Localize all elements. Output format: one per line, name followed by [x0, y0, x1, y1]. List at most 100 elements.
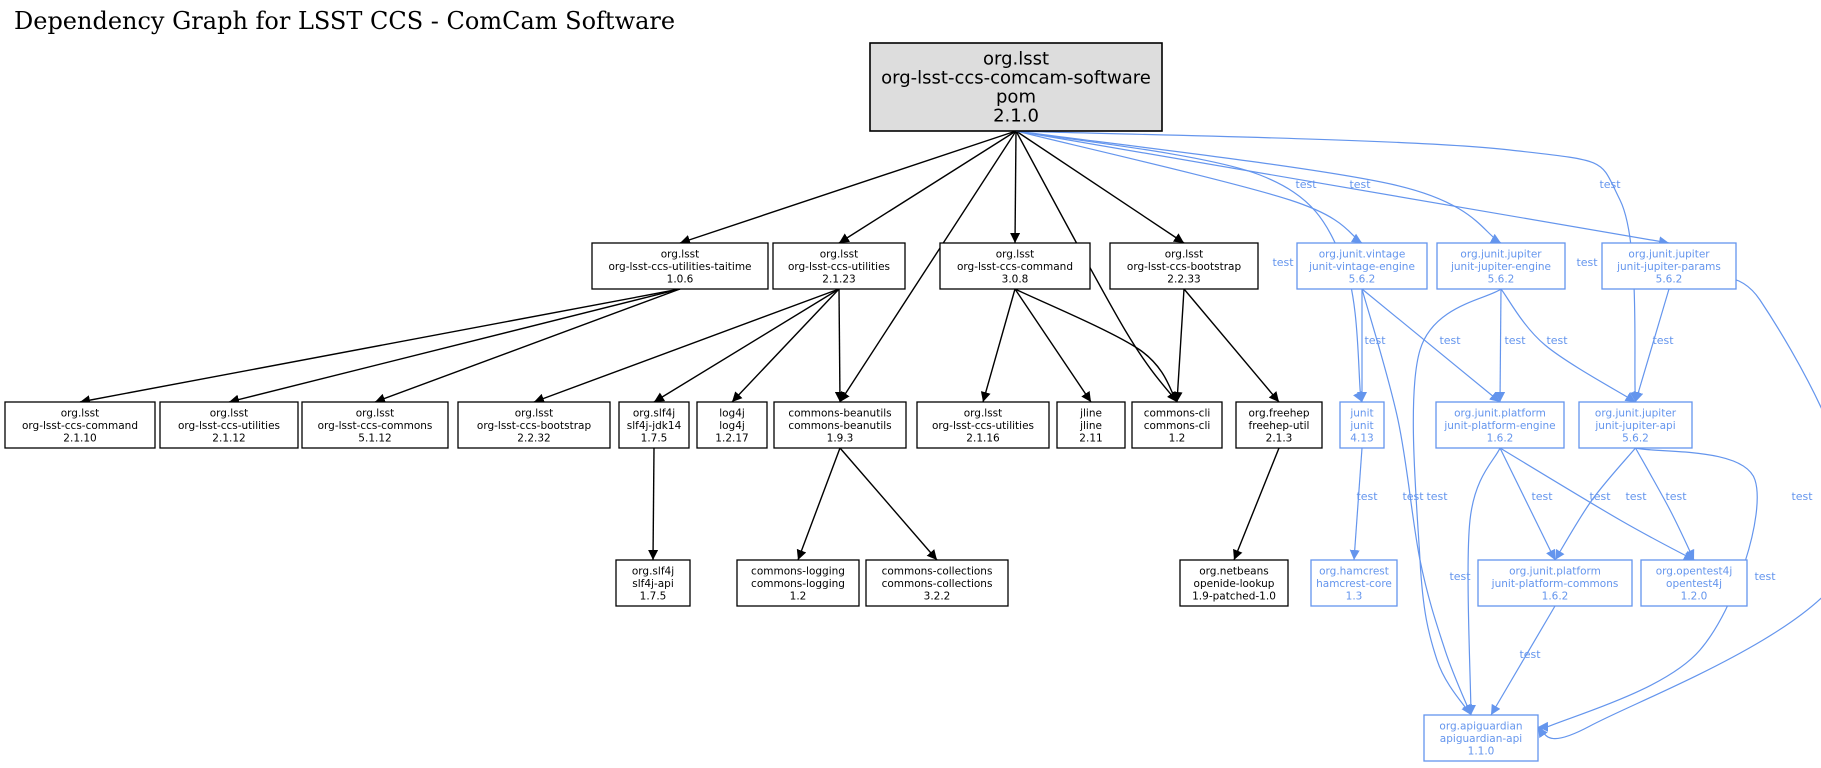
node-beanutils-line-0: commons-beanutils: [788, 408, 891, 420]
edge-utilities2123-to-bootstrap2232: [533, 288, 840, 404]
edge-label-vintage-to-platformEngine: test: [1439, 334, 1461, 347]
node-platformEngine-line-2: 1.6.2: [1487, 433, 1514, 445]
node-jupiterApi-line-0: org.junit.jupiter: [1595, 408, 1677, 420]
node-slf4jjdk-line-0: org.slf4j: [633, 408, 675, 420]
node-box-commonscli: [1131, 401, 1223, 449]
node-logging-line-2: 1.2: [790, 591, 807, 603]
edge-root-to-vintage: [1015, 130, 1363, 244]
node-jupiterApi-line-2: 5.6.2: [1622, 433, 1649, 445]
edge-jupiterApi-to-opentest4j: [1634, 447, 1695, 561]
node-junit-line-1: junit: [1349, 420, 1373, 432]
node-taitime-line-2: 1.0.6: [667, 274, 694, 286]
edge-command308-to-jline: [1014, 288, 1092, 403]
node-platformCommons-line-2: 1.6.2: [1542, 591, 1569, 603]
edge-label-junit-to-hamcrest: test: [1356, 490, 1378, 503]
node-junit-line-2: 4.13: [1350, 433, 1373, 445]
node-box-jupiterApi: [1578, 401, 1693, 449]
node-bootstrap2233-line-0: org.lsst: [1165, 249, 1204, 261]
node-collections-line-1: commons-collections: [882, 578, 993, 590]
node-command308-line-0: org.lsst: [996, 249, 1035, 261]
node-root-line-0: org.lsst: [983, 49, 1049, 70]
edge-root-to-beanutils: [839, 130, 1017, 403]
node-slf4jjdk-line-2: 1.7.5: [641, 433, 668, 445]
node-taitime-line-0: org.lsst: [661, 249, 700, 261]
node-bootstrap2232-line-1: org-lsst-ccs-bootstrap: [477, 420, 592, 432]
edge-label-root-to-jupiterApi: test: [1576, 256, 1598, 269]
node-box-command308: [939, 242, 1091, 290]
edge-jupiterApi-to-apiguardian: [1526, 447, 1758, 739]
node-jupiterEngine-line-1: junit-jupiter-engine: [1450, 261, 1551, 273]
edge-vintage-to-platformEngine: [1361, 288, 1501, 403]
node-box-jupiterParams: [1601, 242, 1737, 290]
node-junit-line-0: junit: [1349, 408, 1373, 420]
node-box-openide: [1179, 559, 1289, 607]
edge-label-jupiterEngine-to-jupiterApi: test: [1546, 334, 1568, 347]
edge-taitime-to-commons5112: [374, 288, 681, 404]
node-platformEngine-line-0: org.junit.platform: [1454, 408, 1546, 420]
node-box-freehep: [1235, 401, 1323, 449]
node-command2110-line-1: org-lsst-ccs-command: [22, 420, 138, 432]
edge-label-platformEngine-to-apiguardian: test: [1449, 570, 1471, 583]
edge-root-to-command308: [1010, 130, 1021, 244]
node-commonscli-line-1: commons-cli: [1144, 420, 1211, 432]
node-apiguardian-line-1: apiguardian-api: [1440, 733, 1522, 745]
node-platformEngine: org.junit.platformjunit-platform-engine1…: [1435, 401, 1565, 449]
node-bootstrap2232-line-0: org.lsst: [515, 408, 554, 420]
node-commons5112-line-0: org.lsst: [356, 408, 395, 420]
node-beanutils-line-2: 1.9.3: [827, 433, 854, 445]
node-box-jline: [1056, 401, 1126, 449]
edge-label-jupiterEngine-to-platformEngine: test: [1504, 334, 1526, 347]
node-bootstrap2233-line-2: 2.2.33: [1167, 274, 1200, 286]
node-box-bootstrap2232: [457, 401, 611, 449]
node-utilities2123-line-0: org.lsst: [820, 249, 859, 261]
edge-label-platformEngine-to-platformCommons: test: [1531, 490, 1553, 503]
edge-jupiterEngine-to-apiguardian: [1412, 288, 1502, 716]
node-box-root: [869, 42, 1163, 132]
edge-label-platformCommons-to-apiguardian: test: [1519, 648, 1541, 661]
node-platformCommons: org.junit.platformjunit-platform-commons…: [1477, 559, 1633, 607]
node-command2110-line-0: org.lsst: [61, 408, 100, 420]
edge-jupiterParams-to-apiguardian: [1537, 276, 1821, 740]
edge-label-root-to-jupiterEngine: test: [1349, 178, 1371, 191]
node-box-opentest4j: [1640, 559, 1748, 607]
node-box-utilities2112: [159, 401, 299, 449]
node-platformCommons-line-1: junit-platform-commons: [1491, 578, 1619, 590]
node-openide: org.netbeansopenide-lookup1.9-patched-1.…: [1179, 559, 1289, 607]
node-command2110-line-2: 2.1.10: [63, 433, 96, 445]
graph-title: Dependency Graph for LSST CCS - ComCam S…: [14, 7, 675, 35]
node-commons5112-line-2: 5.1.12: [358, 433, 391, 445]
node-bootstrap2232-line-2: 2.2.32: [517, 433, 550, 445]
node-vintage-line-1: junit-vintage-engine: [1308, 261, 1415, 273]
node-jline-line-2: 2.11: [1079, 433, 1102, 445]
edge-root-to-jupiterParams: [1015, 130, 1670, 247]
edge-jupiterEngine-to-jupiterApi: [1500, 288, 1636, 403]
node-apiguardian-line-2: 1.1.0: [1468, 746, 1495, 758]
edge-command308-to-utilities2116: [980, 288, 1016, 403]
node-box-commons5112: [301, 401, 449, 449]
edges-layer: test test test test test test test test test test…: [79, 130, 1821, 740]
node-opentest4j-line-1: opentest4j: [1666, 578, 1722, 590]
node-commonscli-line-0: commons-cli: [1144, 408, 1211, 420]
edge-beanutils-to-logging: [796, 447, 841, 561]
node-jupiterParams-line-0: org.junit.jupiter: [1628, 249, 1710, 261]
node-box-slf4jjdk: [618, 401, 690, 449]
edge-label-jupiterApi-to-platformCommons: test: [1589, 490, 1611, 503]
node-hamcrest-line-0: org.hamcrest: [1319, 566, 1389, 578]
node-box-platformCommons: [1477, 559, 1633, 607]
edge-bootstrap2233-to-freehep: [1183, 288, 1280, 403]
node-slf4jjdk-line-1: slf4j-jdk14: [627, 420, 682, 432]
node-logging-line-0: commons-logging: [751, 566, 845, 578]
node-utilities2116-line-1: org-lsst-ccs-utilities: [932, 420, 1034, 432]
edge-label-jupiterEngine-to-apiguardian: test: [1426, 490, 1448, 503]
node-root-line-3: 2.1.0: [993, 106, 1039, 127]
